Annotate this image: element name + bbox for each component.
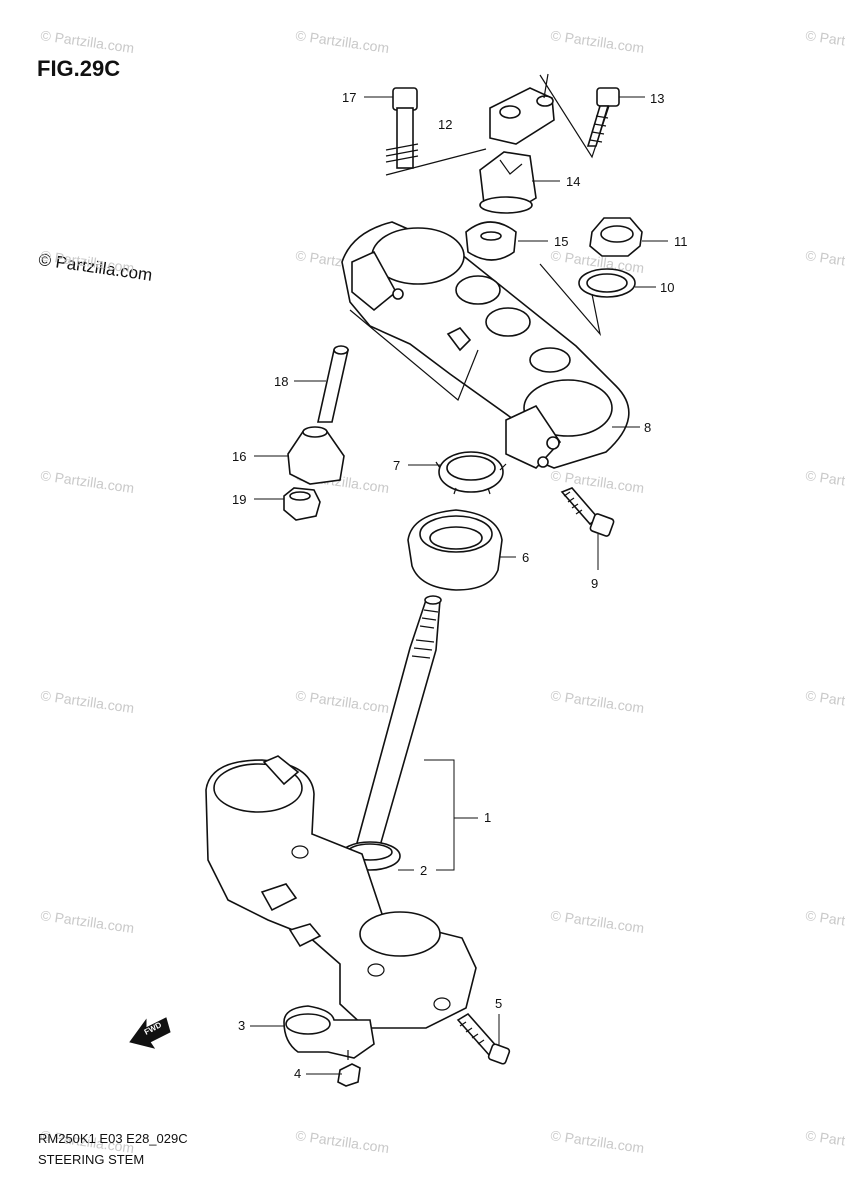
callout-9[interactable]: 9 xyxy=(591,576,598,591)
fwd-arrow-icon: FWD xyxy=(129,1017,171,1049)
watermark-text: © Partzilla.com xyxy=(805,907,845,936)
watermark-text: © Partzilla.com xyxy=(40,27,136,56)
callout-12[interactable]: 12 xyxy=(438,117,452,132)
figure-name: STEERING STEM xyxy=(38,1152,145,1167)
lower-bracket[interactable] xyxy=(205,755,477,1029)
watermark-text: © Partzilla.com xyxy=(805,247,845,276)
watermark-text: © Partzilla.com xyxy=(40,687,136,716)
watermark-text: © Partzilla.com xyxy=(550,27,646,56)
watermark-text: © Partzilla.com xyxy=(805,1127,845,1156)
part-12-handlebar-holder[interactable] xyxy=(385,73,613,176)
watermark-text: © Partzilla.com xyxy=(550,907,646,936)
part-7-lock-nut[interactable] xyxy=(435,451,507,495)
part-18-pin[interactable] xyxy=(317,345,349,423)
callout-1[interactable]: 1 xyxy=(484,810,491,825)
callout-17[interactable]: 17 xyxy=(342,90,356,105)
callout-15[interactable]: 15 xyxy=(554,234,568,249)
figure-title: FIG.29C xyxy=(37,56,121,81)
callout-19[interactable]: 19 xyxy=(232,492,246,507)
callout-2[interactable]: 2 xyxy=(420,863,427,878)
part-17-bolt[interactable] xyxy=(385,87,419,169)
watermark-text: © Partzilla.com xyxy=(40,907,136,936)
part-8-upper-bracket[interactable] xyxy=(341,221,630,469)
part-14-holder-lower[interactable] xyxy=(479,151,537,214)
callout-6[interactable]: 6 xyxy=(522,550,529,565)
part-19-nut[interactable] xyxy=(283,487,321,521)
part-10-washer[interactable] xyxy=(578,268,636,298)
part-16-cushion[interactable] xyxy=(287,426,345,485)
part-15-cushion[interactable] xyxy=(465,221,517,261)
part-11-nut[interactable] xyxy=(589,217,643,257)
part-3-clamp[interactable] xyxy=(283,1005,375,1059)
part-6-bearing[interactable] xyxy=(407,509,503,591)
callout-16[interactable]: 16 xyxy=(232,449,246,464)
leader-lines xyxy=(250,96,668,1075)
watermark-text: © Partzilla.com xyxy=(550,1127,646,1156)
callout-14[interactable]: 14 xyxy=(566,174,580,189)
callout-3[interactable]: 3 xyxy=(238,1018,245,1033)
watermark-text: © Partzilla.com xyxy=(550,687,646,716)
callout-8[interactable]: 8 xyxy=(644,420,651,435)
watermark-text: © Partzilla.com xyxy=(295,27,391,56)
callout-10[interactable]: 10 xyxy=(660,280,674,295)
callout-5[interactable]: 5 xyxy=(495,996,502,1011)
callout-11[interactable]: 11 xyxy=(674,234,688,249)
callout-18[interactable]: 18 xyxy=(274,374,288,389)
watermark-text: © Partzilla.com xyxy=(295,687,391,716)
watermark-text: © Partzilla.com xyxy=(805,27,845,56)
watermark-text: © Partzilla.com xyxy=(295,1127,391,1156)
figure-code: RM250K1 E03 E28_029C xyxy=(38,1131,188,1146)
watermark-text: © Partzilla.com xyxy=(40,467,136,496)
part-1-steering-stem[interactable] xyxy=(353,595,442,861)
watermark-text: © Partzilla.com xyxy=(805,467,845,496)
watermark-text: © Partzilla.com xyxy=(805,687,845,716)
watermark-text: © Partzilla.com xyxy=(40,247,136,276)
callout-7[interactable]: 7 xyxy=(393,458,400,473)
part-5-bolt[interactable] xyxy=(456,1012,511,1065)
callout-13[interactable]: 13 xyxy=(650,91,664,106)
callout-numbers: 1 2 3 4 5 6 7 8 9 10 11 12 13 14 15 16 1… xyxy=(232,90,688,1081)
part-4-bolt[interactable] xyxy=(337,1050,361,1087)
part-13-bolt[interactable] xyxy=(586,87,620,147)
callout-4[interactable]: 4 xyxy=(294,1066,301,1081)
part-9-bolt[interactable] xyxy=(560,487,615,537)
